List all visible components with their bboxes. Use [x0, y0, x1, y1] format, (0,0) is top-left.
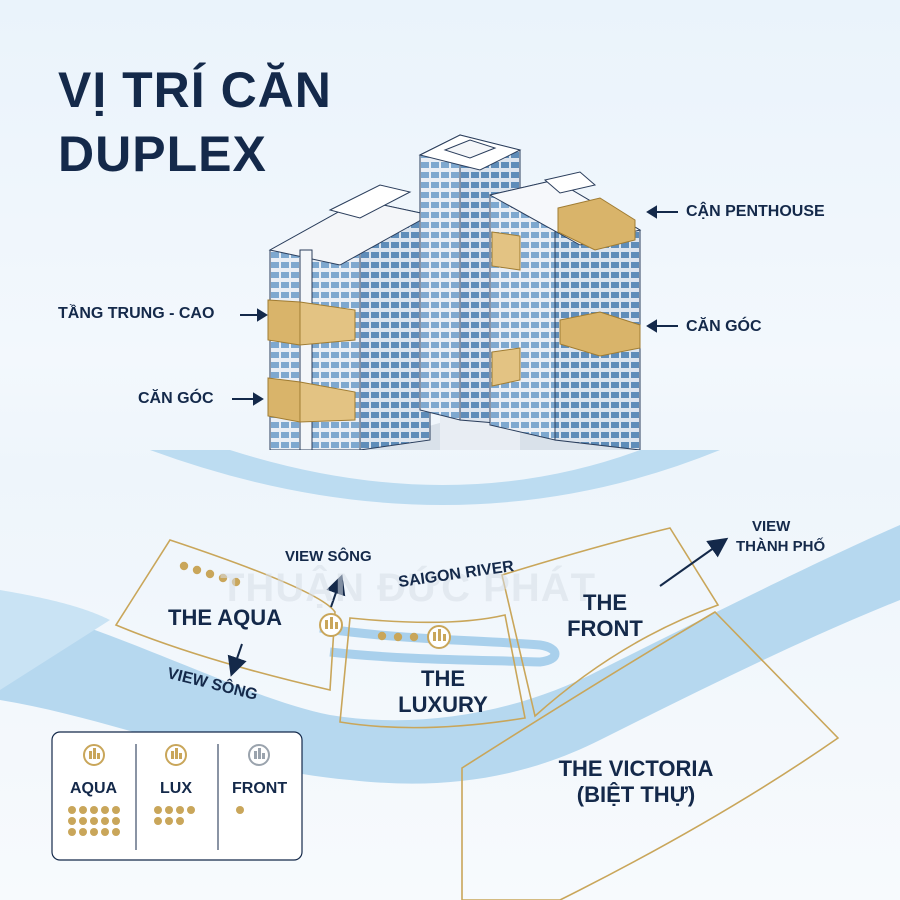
legend-dot: [165, 806, 173, 814]
page-title: VỊ TRÍ CĂN DUPLEX: [58, 58, 332, 186]
label-can-penthouse: CẬN PENTHOUSE: [686, 203, 825, 220]
legend-dot: [112, 828, 120, 836]
label-can-goc-left: CĂN GÓC: [138, 390, 214, 407]
river-band-left: [0, 590, 110, 690]
zone-victoria-outline: [461, 610, 840, 900]
legend-dot: [90, 806, 98, 814]
highlight-corner-left: [267, 377, 301, 423]
zone-luxury-outline: [339, 614, 526, 729]
title-line-2: DUPLEX: [58, 126, 267, 182]
canal: [319, 623, 560, 667]
legend-dot: [101, 817, 109, 825]
title-line-1: VỊ TRÍ CĂN: [58, 62, 332, 118]
legend-dot: [154, 817, 162, 825]
zone-aqua-name: THE AQUA: [168, 605, 283, 630]
legend-dot: [112, 817, 120, 825]
legend-box: [51, 731, 303, 861]
legend-label-aqua: AQUA: [70, 780, 118, 797]
legend-label-lux: LUX: [160, 780, 192, 797]
legend-label-front: FRONT: [232, 780, 288, 797]
river: [0, 525, 900, 784]
label-tang-trung-cao: TẦNG TRUNG - CAO: [58, 305, 215, 322]
highlight-penthouse: [557, 197, 636, 251]
legend-dot: [101, 828, 109, 836]
legend-lux-icon: [165, 744, 187, 766]
zone-aqua-outline: [114, 539, 336, 691]
building-illustration: [232, 134, 678, 450]
legend-dot: [187, 806, 195, 814]
legend-dot: [165, 817, 173, 825]
legend-dot: [68, 817, 76, 825]
legend-dot: [79, 817, 87, 825]
pin-luxury-icon: [427, 625, 451, 649]
legend-dot: [236, 806, 244, 814]
pin-aqua-icon: [319, 613, 343, 637]
zone-victoria-name: THE VICTORIA(BIỆT THỰ): [558, 756, 714, 807]
legend-aqua-icon: [83, 744, 105, 766]
highlight-mid-high-left: [267, 299, 301, 346]
label-view-city-line2: THÀNH PHỐ: [736, 538, 826, 555]
label-can-goc-right: CĂN GÓC: [686, 318, 762, 335]
legend-front-icon: [248, 744, 270, 766]
label-view-song-top: VIEW SÔNG: [285, 548, 372, 565]
river-arc-top: [150, 450, 720, 505]
zone-front-outline: [501, 527, 720, 718]
watermark: THUẬN ĐỨC PHÁT: [220, 566, 597, 610]
legend-dot: [154, 806, 162, 814]
legend-dot: [90, 828, 98, 836]
legend-dot: [68, 806, 76, 814]
legend-dot: [90, 817, 98, 825]
legend-dot: [101, 806, 109, 814]
label-view-city-line1: VIEW: [752, 518, 791, 535]
legend-dot: [68, 828, 76, 836]
legend-dot: [176, 806, 184, 814]
legend-dot: [79, 806, 87, 814]
highlight-corner-right: [559, 311, 641, 357]
legend-dot: [79, 828, 87, 836]
legend-dot: [176, 817, 184, 825]
legend-dot: [112, 806, 120, 814]
